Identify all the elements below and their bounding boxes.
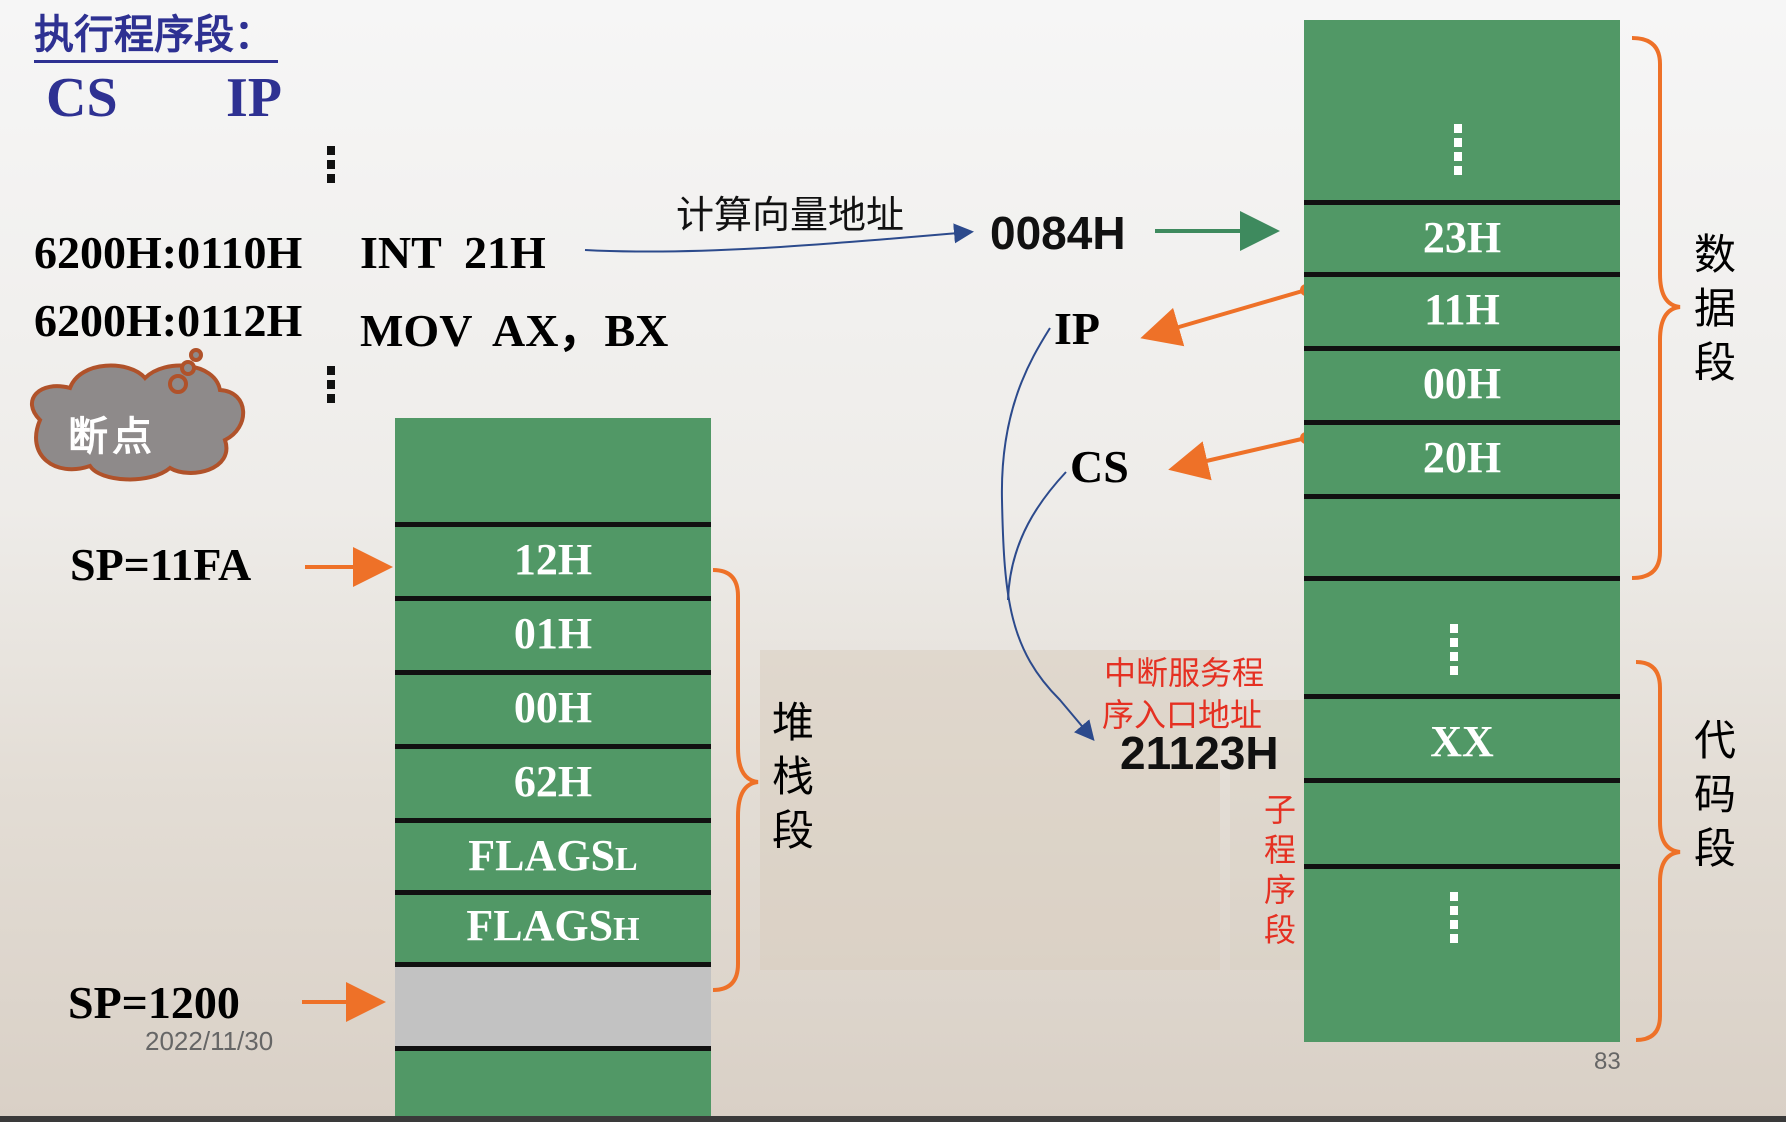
stack-separator [395, 890, 711, 895]
breakpoint-label: 断点 [68, 414, 156, 460]
isr-address: 21123H [1120, 727, 1279, 779]
bottom-bar [0, 1116, 1786, 1122]
stack-separator [395, 596, 711, 601]
code-ellipsis-top [327, 146, 335, 188]
memory-separator [1304, 420, 1620, 425]
code-line-1-address: 6200H:0110H [34, 227, 303, 278]
memory-separator [1304, 346, 1620, 351]
vector-address: 0084H [990, 207, 1126, 259]
background-building [760, 650, 1220, 970]
memory-separator [1304, 694, 1620, 699]
memory-separator [1304, 200, 1620, 205]
code-line-1-instruction: INT 21H [360, 227, 546, 278]
subroutine-segment-label: 子程序段 [1264, 791, 1297, 949]
ip-target-label: IP [1054, 303, 1100, 354]
stack-segment: 12H 01H 00H 62H FLAGSL FLAGSH [395, 418, 711, 1116]
data-segment-label: 数据段 [1694, 230, 1737, 387]
stack-empty-cell [395, 967, 711, 1047]
stack-separator [395, 1046, 711, 1051]
memory-ellipsis-middle [1450, 624, 1458, 680]
ip-register-label: IP [226, 67, 282, 129]
memory-separator [1304, 272, 1620, 277]
stack-cell: 12H [513, 535, 593, 584]
memory-separator [1304, 494, 1620, 499]
slide-date: 2022/11/30 [145, 1026, 274, 1056]
memory-cell: 23H [1422, 213, 1502, 262]
cs-register-label: CS [46, 67, 118, 129]
stack-segment-label: 堆栈段 [772, 698, 815, 855]
code-ellipsis-bottom [327, 366, 335, 408]
stack-separator [395, 962, 711, 967]
stack-separator [395, 522, 711, 527]
sp-bottom-label: SP=1200 [68, 977, 240, 1028]
memory-separator [1304, 576, 1620, 581]
code-line-2-instruction: MOV AX，BX [360, 305, 669, 356]
memory-separator [1304, 778, 1620, 783]
memory-cell: 00H [1422, 359, 1502, 408]
stack-separator [395, 818, 711, 823]
page-number: 83 [1594, 1048, 1621, 1075]
breakpoint-cloud [30, 348, 246, 482]
cs-target-label: CS [1070, 441, 1129, 492]
code-segment-label: 代码段 [1694, 716, 1737, 873]
code-cell: XX [1430, 717, 1494, 766]
memory-cell: 11H [1424, 285, 1500, 334]
stack-separator [395, 744, 711, 749]
isr-label-line1: 中断服务程 [1104, 654, 1265, 692]
memory-separator [1304, 864, 1620, 869]
stack-cell: 00H [513, 683, 593, 732]
stack-cell: 01H [513, 609, 593, 658]
code-line-2-address: 6200H:0112H [34, 295, 303, 346]
isr-label-line2: 序入口地址 [1102, 696, 1263, 734]
memory-cell: 20H [1422, 433, 1502, 482]
memory-ellipsis-top [1454, 124, 1462, 180]
memory-segment: 23H 11H 00H 20H XX [1304, 20, 1620, 1042]
stack-cell-flags-high: FLAGSH [466, 901, 640, 950]
memory-ellipsis-bottom [1450, 892, 1458, 948]
stack-cell-flags-low: FLAGSL [468, 831, 638, 880]
sp-top-label: SP=11FA [70, 539, 252, 590]
slide-title: 执行程序段： [34, 2, 278, 63]
stack-separator [395, 670, 711, 675]
compute-vector-address-label: 计算向量地址 [676, 193, 905, 237]
stack-cell: 62H [513, 757, 593, 806]
